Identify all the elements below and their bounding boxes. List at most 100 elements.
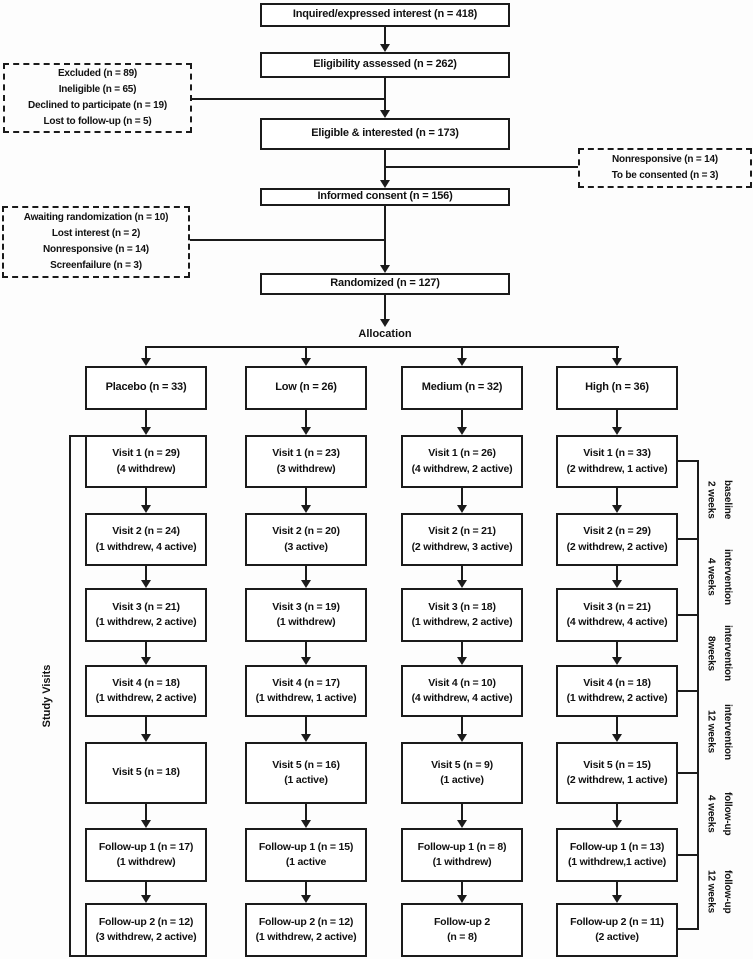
visit-detail: (n = 8) bbox=[447, 931, 477, 943]
arm-header-box: Placebo (n = 33) bbox=[85, 366, 207, 410]
visit-box: Follow-up 2 (n = 12)(1 withdrew, 2 activ… bbox=[245, 903, 367, 957]
visit-box: Visit 4 (n = 17) (1 withdrew, 1 active) bbox=[245, 665, 367, 717]
visit-box: Visit 3 (n = 19) (1 withdrew) bbox=[245, 588, 367, 642]
timeline-bracket-tick bbox=[678, 928, 699, 930]
timeline-bracket-tick bbox=[678, 538, 699, 540]
visit-detail: (4 withdrew, 4 active) bbox=[411, 692, 513, 704]
visit-title: Visit 5 (n = 16) bbox=[272, 758, 340, 771]
visit-title: Visit 2 (n = 21) bbox=[428, 525, 496, 538]
visit-detail: (1 withdrew) bbox=[276, 616, 336, 628]
arrow-head bbox=[457, 734, 467, 742]
visit-title: Visit 4 (n = 17) bbox=[272, 676, 340, 689]
study-visits-bracket-line bbox=[69, 435, 71, 957]
box-inquired-label: Inquired/expressed interest (n = 418) bbox=[292, 8, 478, 21]
visit-detail: (4 withdrew, 2 active) bbox=[411, 462, 513, 475]
visit-detail: (1 withdrew) bbox=[116, 856, 176, 868]
study-visits-bracket-arm bbox=[69, 955, 87, 957]
visit-detail: (1 withdrew, 2 active) bbox=[95, 692, 197, 704]
visit-title: Visit 2 (n = 29) bbox=[583, 525, 651, 538]
visit-detail: (1 active) bbox=[284, 774, 328, 786]
allocation-spreader-line bbox=[145, 346, 619, 348]
arrow-head bbox=[301, 657, 311, 665]
flow-line bbox=[305, 717, 307, 734]
timeline-bracket-tick bbox=[678, 772, 699, 774]
timeline-label-8wk-intervention: 8weeks intervention bbox=[705, 624, 734, 682]
arrow-head bbox=[141, 358, 151, 366]
box-eligible-label: Eligible & interested (n = 173) bbox=[311, 127, 459, 140]
flow-line bbox=[145, 882, 147, 895]
note-line: Nonresponsive (n = 14) bbox=[612, 154, 718, 165]
flow-line bbox=[616, 804, 618, 820]
branch-line-excluded bbox=[192, 98, 386, 100]
visit-detail: (1 withdrew, 2 active) bbox=[255, 931, 357, 943]
arrow-head bbox=[141, 505, 151, 513]
flow-line bbox=[616, 346, 618, 358]
flow-line bbox=[461, 882, 463, 895]
arrow-head bbox=[380, 265, 390, 273]
visit-title: Follow-up 1 (n = 13) bbox=[569, 840, 665, 853]
flow-line bbox=[461, 642, 463, 657]
flow-line bbox=[616, 566, 618, 580]
visit-detail: (1 withdrew, 2 active) bbox=[411, 616, 513, 628]
visit-box: Visit 2 (n = 21)(2 withdrew, 3 active) bbox=[401, 513, 523, 566]
note-line: Declined to participate (n = 19) bbox=[28, 100, 167, 111]
flow-line bbox=[305, 642, 307, 657]
box-eligibility-assessed: Eligibility assessed (n = 262) bbox=[260, 52, 510, 78]
flow-line bbox=[384, 150, 386, 180]
arrow-head bbox=[301, 895, 311, 903]
visit-box: Visit 3 (n = 21)(4 withdrew, 4 active) bbox=[556, 588, 678, 642]
visit-title: Follow-up 1 (n = 15) bbox=[258, 840, 354, 853]
visit-detail: (1 withdrew,1 active) bbox=[567, 856, 667, 868]
flow-line bbox=[145, 566, 147, 580]
note-line: Nonresponsive (n = 14) bbox=[43, 244, 149, 255]
arm-column-high: High (n = 36) Visit 1 (n = 33)(2 withdre… bbox=[556, 366, 678, 957]
arm-header-box: High (n = 36) bbox=[556, 366, 678, 410]
visit-detail: (1 withdrew, 4 active) bbox=[95, 540, 197, 553]
timeline-label-12wk-intervention: 12 weeks intervention bbox=[705, 703, 734, 761]
arrow-head bbox=[457, 358, 467, 366]
arm-column-low: Low (n = 26) Visit 1 (n = 23)(3 withdrew… bbox=[245, 366, 367, 957]
flow-line bbox=[305, 804, 307, 820]
visit-box: Follow-up 1 (n = 15)(1 active bbox=[245, 828, 367, 882]
box-inquired: Inquired/expressed interest (n = 418) bbox=[260, 3, 510, 27]
arm-name: Medium (n = 32) bbox=[421, 381, 503, 394]
timeline-bracket-tick bbox=[678, 460, 699, 462]
arrow-head bbox=[612, 820, 622, 828]
arm-name: Placebo (n = 33) bbox=[105, 381, 187, 394]
arm-header-box: Medium (n = 32) bbox=[401, 366, 523, 410]
visit-detail: (1 withdrew, 1 active) bbox=[255, 692, 357, 704]
arrow-head bbox=[457, 505, 467, 513]
visit-title: Visit 2 (n = 20) bbox=[272, 525, 340, 538]
arrow-head bbox=[612, 427, 622, 435]
flow-line bbox=[145, 346, 147, 358]
visit-detail: (3 withdrew, 2 active) bbox=[95, 931, 197, 943]
visit-box: Follow-up 1 (n = 17)(1 withdrew) bbox=[85, 828, 207, 882]
arrow-head bbox=[141, 580, 151, 588]
flow-line bbox=[461, 488, 463, 505]
timeline-bracket-tick bbox=[678, 614, 699, 616]
box-randomized-label: Randomized (n = 127) bbox=[330, 277, 440, 290]
arrow-head bbox=[380, 319, 390, 327]
visit-detail: (4 withdrew) bbox=[116, 462, 176, 475]
branch-line-awaiting bbox=[190, 239, 386, 241]
arrow-head bbox=[301, 358, 311, 366]
note-line: Lost to follow-up (n = 5) bbox=[43, 116, 152, 127]
arrow-head bbox=[612, 895, 622, 903]
visit-box: Visit 5 (n = 18) bbox=[85, 742, 207, 804]
visit-box: Visit 4 (n = 10)(4 withdrew, 4 active) bbox=[401, 665, 523, 717]
timeline-label-baseline: 2 weeks baseline bbox=[705, 480, 734, 520]
visit-box: Visit 5 (n = 16) (1 active) bbox=[245, 742, 367, 804]
visit-box: Follow-up 2 (n = 12)(3 withdrew, 2 activ… bbox=[85, 903, 207, 957]
arrow-head bbox=[457, 895, 467, 903]
visit-detail: (3 active) bbox=[284, 540, 328, 553]
visit-title: Visit 4 (n = 18) bbox=[583, 676, 651, 689]
visit-detail: (1 active) bbox=[440, 774, 484, 786]
flow-line bbox=[461, 804, 463, 820]
arrow-head bbox=[612, 358, 622, 366]
visit-detail: (2 withdrew, 1 active) bbox=[566, 774, 668, 786]
arrow-head bbox=[380, 110, 390, 118]
flow-line bbox=[616, 410, 618, 427]
visit-title: Visit 5 (n = 9) bbox=[431, 758, 493, 771]
visit-title: Visit 3 (n = 19) bbox=[272, 600, 340, 613]
visit-title: Visit 3 (n = 21) bbox=[112, 600, 180, 613]
